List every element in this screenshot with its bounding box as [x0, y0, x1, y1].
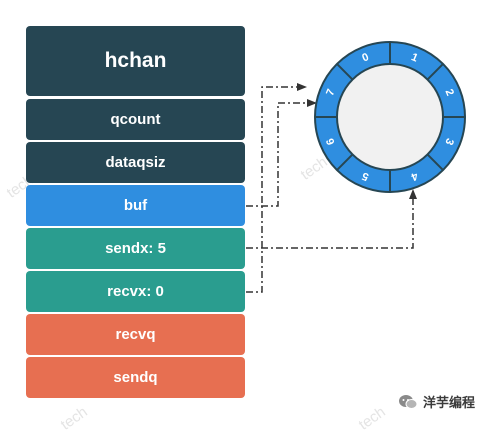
ring-divider: [426, 63, 444, 81]
brand-name: 洋芋编程: [423, 395, 476, 410]
pointer-arrows: [246, 83, 417, 293]
field-label: qcount: [110, 111, 161, 128]
field-recvq: recvq: [26, 314, 245, 355]
ring-slot-label-4: 4: [409, 169, 420, 183]
ring-buffer: 0 1 2 3 4 5 6 7: [314, 41, 466, 193]
sendx-arrow: [246, 189, 417, 249]
ring-slot-label-1: 1: [409, 51, 419, 64]
ring-slot-label-3: 3: [442, 136, 455, 146]
field-label: dataqsiz: [105, 154, 166, 171]
ring-slot-label-0: 0: [360, 51, 370, 64]
ring-slot-label-5: 5: [360, 169, 370, 182]
field-label: sendq: [113, 369, 158, 386]
ring-slot-label-7: 7: [324, 87, 337, 97]
diagram-canvas: 0 1 2 3 4 5 6 7: [246, 41, 466, 293]
brand: 洋芋编程: [398, 392, 475, 411]
field-label: recvq: [115, 326, 156, 343]
ring-slot-label-6: 6: [324, 136, 337, 146]
field-label: buf: [123, 197, 148, 214]
wechat-icon: [399, 394, 418, 409]
ring-divider: [336, 153, 354, 171]
ring-inner: [336, 63, 444, 171]
field-buf: buf: [26, 185, 245, 226]
ring-slot-label-2: 2: [442, 87, 455, 97]
field-dataqsiz: dataqsiz: [26, 142, 245, 183]
hchan-title: hchan: [104, 49, 167, 72]
ring-divider: [426, 153, 444, 171]
recvx-arrow: [246, 83, 307, 293]
field-sendq: sendq: [26, 357, 245, 398]
field-qcount: qcount: [26, 99, 245, 140]
buf-arrow: [246, 99, 317, 207]
field-recvx: recvx: 0: [26, 271, 245, 312]
hchan-title-box: hchan: [26, 26, 245, 96]
field-label: sendx: 5: [105, 240, 166, 257]
field-sendx: sendx: 5: [26, 228, 245, 269]
ring-divider: [336, 63, 354, 81]
field-label: recvx: 0: [107, 283, 164, 300]
